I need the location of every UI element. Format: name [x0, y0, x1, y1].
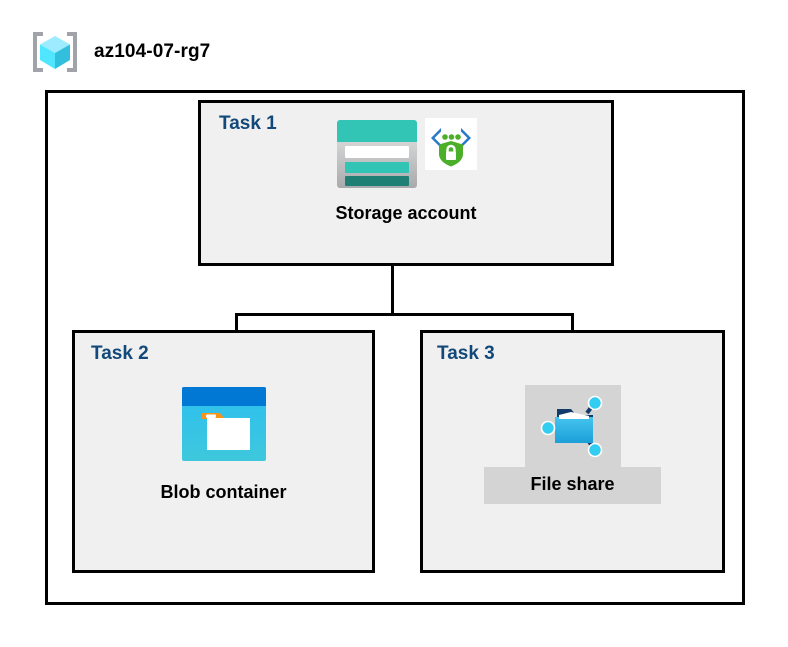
storage-account-caption: Storage account [335, 203, 477, 223]
resource-group-header: az104-07-rg7 [30, 28, 330, 76]
storage-account-icon-row [335, 118, 477, 195]
file-share-icon [537, 395, 609, 467]
private-endpoint-shield-icon [425, 118, 477, 175]
task-2-label: Task 2 [91, 343, 149, 364]
blob-container-caption: Blob container [160, 482, 287, 502]
file-share-icon-highlight [524, 385, 621, 467]
connector-trunk [391, 266, 394, 315]
task-1-label: Task 1 [219, 113, 277, 134]
file-share-node[interactable]: File share [420, 385, 725, 504]
storage-account-node[interactable]: Storage account [198, 118, 614, 224]
blob-container-icon [180, 385, 268, 468]
blob-container-node[interactable]: Blob container [72, 385, 375, 503]
resource-group-icon [30, 29, 80, 75]
connector-bus [235, 313, 574, 316]
file-share-caption: File share [484, 467, 661, 504]
task-3-label: Task 3 [437, 343, 495, 364]
resource-group-name: az104-07-rg7 [94, 41, 211, 62]
storage-account-icon [335, 118, 419, 195]
